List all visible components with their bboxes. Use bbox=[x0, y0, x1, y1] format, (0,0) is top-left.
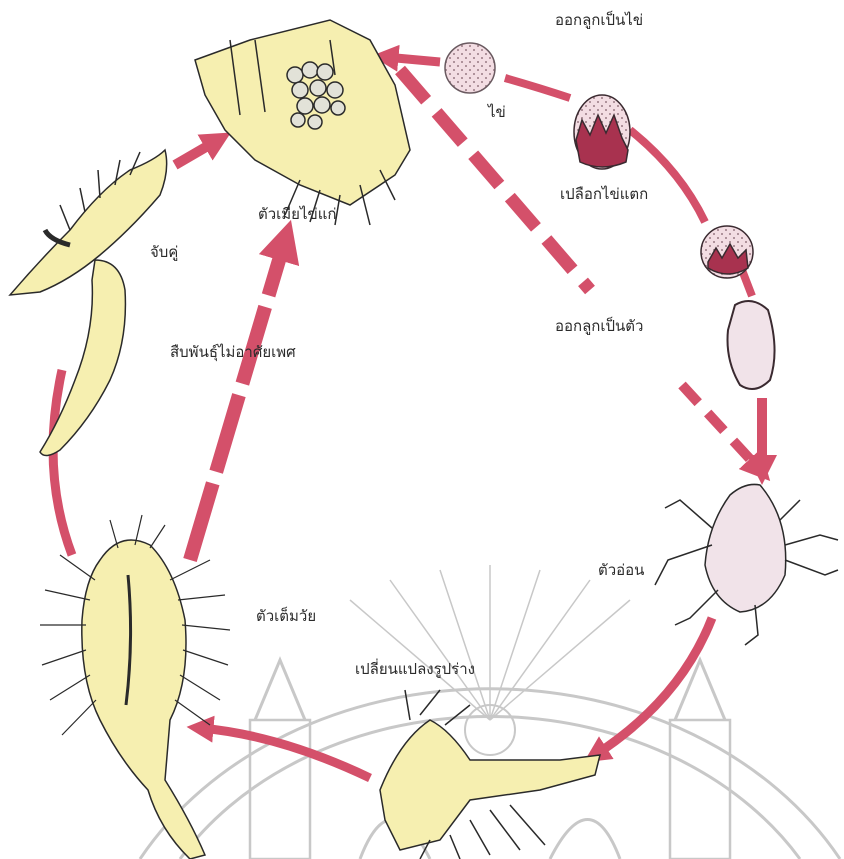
arrow-mating-to-female bbox=[175, 140, 218, 165]
label-nauplius: ตัวอ่อน bbox=[598, 558, 644, 582]
label-egg: ไข่ bbox=[488, 100, 506, 124]
mating-pair-icon bbox=[10, 150, 167, 456]
label-metamorphosis: เปลี่ยนแปลงรูปร่าง bbox=[355, 657, 475, 681]
cracking-egg-icon bbox=[574, 95, 630, 169]
label-adult: ตัวเต็มวัย bbox=[256, 604, 316, 628]
arrow-egg-chain-3 bbox=[742, 270, 752, 296]
arrow-egg-to-female bbox=[385, 57, 440, 62]
arrow-viviparous-dashed-2 bbox=[682, 385, 760, 470]
arrow-egg-chain bbox=[505, 78, 570, 98]
arrow-egg-chain-2 bbox=[630, 130, 705, 222]
egg-icon bbox=[445, 43, 495, 93]
label-oviparous: ออกลูกเป็นไข่ bbox=[555, 8, 643, 32]
arrow-parthenogenesis-dashed bbox=[190, 240, 285, 560]
label-mating: จับคู่ bbox=[150, 240, 178, 264]
label-gravid-female: ตัวเมียไข่แก่ bbox=[258, 202, 337, 226]
label-viviparous: ออกลูกเป็นตัว bbox=[555, 314, 643, 338]
adult-shrimp-icon bbox=[40, 515, 230, 859]
emerging-embryo-icon bbox=[728, 301, 775, 389]
label-shell-cracking: เปลือกไข่แตก bbox=[560, 182, 648, 206]
nauplius-larva-icon bbox=[655, 484, 838, 645]
gravid-female-shrimp bbox=[195, 20, 410, 225]
label-parthenogenesis: สืบพันธุ์ไม่อาศัยเพศ bbox=[170, 340, 296, 364]
hatching-egg-icon bbox=[701, 226, 753, 278]
